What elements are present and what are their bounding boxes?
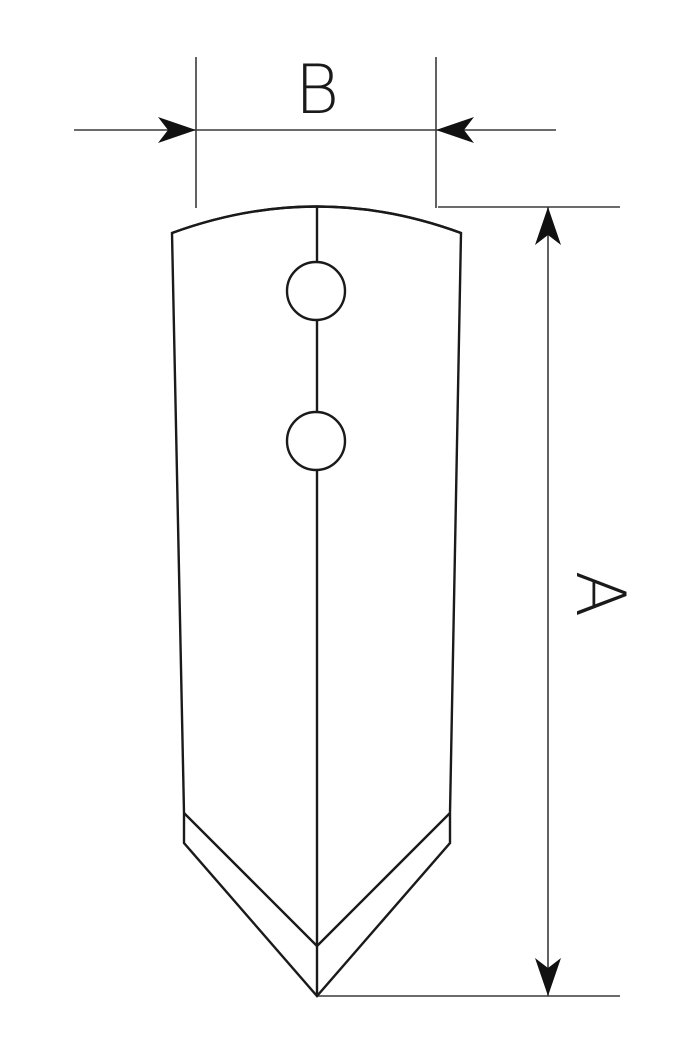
width-arrowhead-right [436,117,474,143]
mounting-hole-upper [285,260,347,322]
width-dimension: B [74,51,556,208]
mounting-hole-lower [285,410,347,472]
blade-part [170,205,463,998]
width-label: B [295,51,340,130]
length-dimension: A [318,206,639,997]
width-arrowhead-left [158,117,196,143]
length-label: A [560,571,639,618]
blade-top-edge [171,205,462,235]
cutting-edge-bevel-line [183,812,451,948]
length-arrowhead-bottom [535,958,561,996]
length-arrowhead-top [535,207,561,245]
